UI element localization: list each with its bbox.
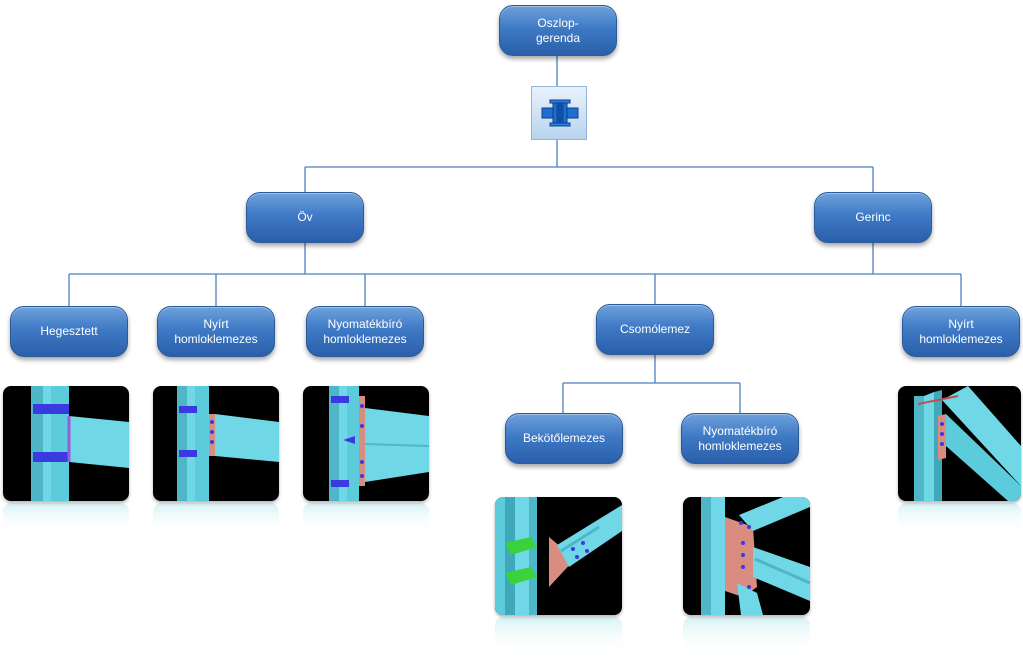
cleat-node[interactable]: Bekötőlemezes <box>505 413 623 464</box>
gusset-node[interactable]: Csomólemez <box>596 304 714 355</box>
moment-endplate-gusset-image <box>683 497 810 615</box>
welded-joint-image <box>3 386 129 501</box>
shear-endplate-web-node[interactable]: Nyírt homloklemezes <box>902 306 1020 357</box>
flange-node[interactable]: Öv <box>246 192 364 243</box>
moment-endplate-flange-image <box>303 386 429 501</box>
shear-endplate-web-image <box>898 386 1021 501</box>
cleat-plate-image <box>495 497 622 615</box>
steel-section-icon <box>541 99 579 127</box>
root-node[interactable]: Oszlop- gerenda <box>499 5 617 56</box>
welded-node[interactable]: Hegesztett <box>10 306 128 357</box>
web-node[interactable]: Gerinc <box>814 192 932 243</box>
shear-endplate-flange-node[interactable]: Nyírt homloklemezes <box>157 306 275 357</box>
root-icon-box <box>531 86 587 140</box>
moment-endplate-flange-node[interactable]: Nyomatékbíró homloklemezes <box>306 306 424 357</box>
shear-endplate-flange-image <box>153 386 279 501</box>
moment-endplate-gusset-node[interactable]: Nyomatékbíró homloklemezes <box>681 413 799 464</box>
